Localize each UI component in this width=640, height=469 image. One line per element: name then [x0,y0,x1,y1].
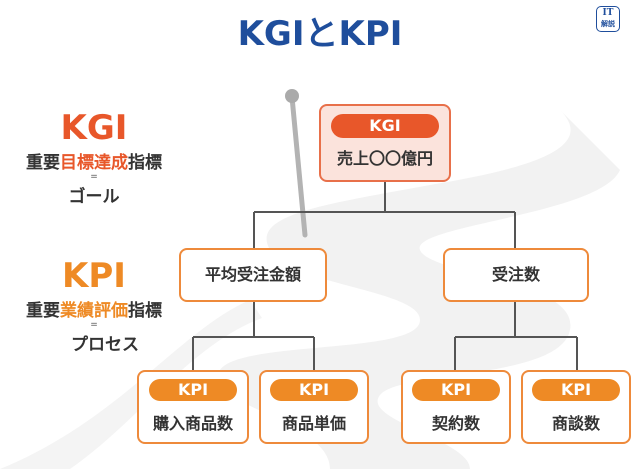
kgi-tag: KGI [331,114,439,138]
kpi-box-purchased-items: KPI 購入商品数 [137,370,249,444]
mid-box-label: 受注数 [491,265,540,284]
kgi-definition: 重要目標達成指標 [4,148,184,173]
kpi-label: 契約数 [431,414,480,433]
kpi-tag: KPI [270,379,358,401]
kpi-meaning: プロセス [71,335,139,355]
mid-box-label: 平均受注金額 [204,265,301,284]
kpi-def-pre: 重要 [26,301,60,321]
logo-line2: 解説 [601,20,615,28]
kpi-box-unit-price: KPI 商品単価 [259,370,369,444]
kgi-label: 売上〇〇億円 [336,149,433,168]
kpi-label: 商品単価 [281,414,346,433]
kpi-heading: KPI [62,256,126,296]
kpi-box-contracts: KPI 契約数 [401,370,511,444]
kpi-definition: 重要業績評価指標 [4,296,184,321]
kgi-meaning: ゴール [68,187,120,207]
connector-lines [192,182,578,370]
page-title: KGIとKPI [237,14,403,54]
kpi-tag: KPI [149,379,237,401]
road-highlight [0,300,262,469]
kgi-box: KGI 売上〇〇億円 [319,104,451,182]
mid-box-order-count: 受注数 [443,248,589,302]
it-kaisetsu-logo: IT 解説 [596,6,620,32]
mid-box-average-order: 平均受注金額 [179,248,327,302]
kpi-def-highlight: 業績評価 [60,301,128,321]
kpi-tag: KPI [532,379,620,401]
kgi-explanation: KGI 重要目標達成指標 = ゴール [4,108,184,207]
kpi-label: 商談数 [551,414,600,433]
kpi-label: 購入商品数 [152,414,233,433]
kgi-def-highlight: 目標達成 [60,153,128,173]
logo-line1: IT [602,8,614,18]
flag-pole-top [285,89,299,103]
kgi-equals: = [90,172,98,182]
kgi-heading: KGI [60,108,128,148]
kpi-box-negotiations: KPI 商談数 [521,370,631,444]
kpi-tag: KPI [412,379,500,401]
kpi-def-post: 指標 [128,301,162,321]
kgi-def-pre: 重要 [26,153,60,173]
kgi-def-post: 指標 [128,153,162,173]
kpi-explanation: KPI 重要業績評価指標 = プロセス [4,256,184,355]
kpi-equals: = [90,320,98,330]
